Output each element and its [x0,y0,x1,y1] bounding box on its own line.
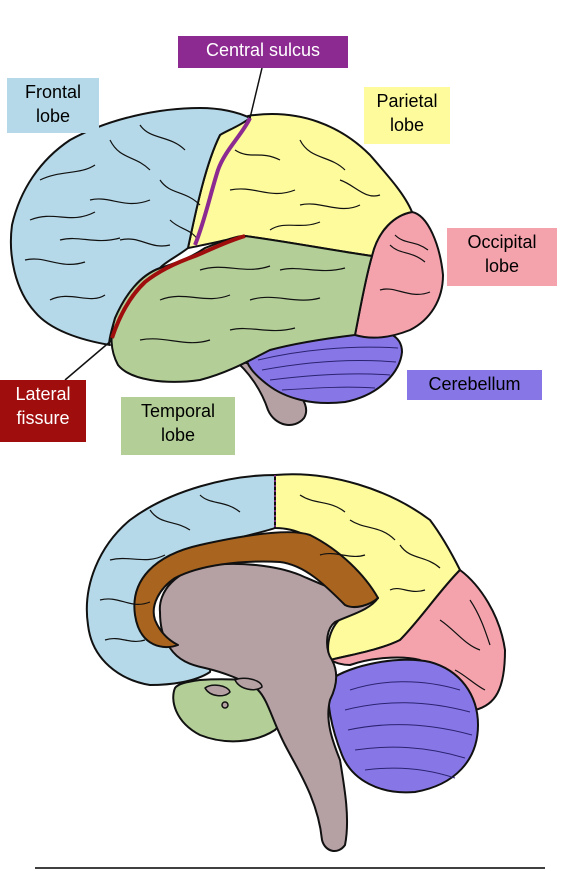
central-sulcus-label: Central sulcus [205,40,321,60]
temporal-bg [121,397,235,455]
temporal-lobe-label: Temporal lobe [121,397,235,455]
lateral-fissure-bg [0,380,86,442]
lateral-fissure-line [110,234,246,339]
frontal-lobe-label-line2: lobe [35,106,71,126]
gyri-lines-lateral [24,124,431,344]
occipital-lobe-label: Occipital lobe [447,228,557,286]
hypothalamus-structures [204,677,263,709]
central-sulcus-line [193,117,252,246]
frontal-lobe-label-line1: Frontal [24,82,82,102]
lateral-fissure-label: Lateral fissure [0,380,86,442]
central-sulcus-callout [249,67,263,119]
lateral-fissure-label-line2: fissure [16,408,70,428]
parietal-lobe-label: Parietal lobe [364,87,450,144]
occipital-bg [447,228,557,286]
frontal-lobe-lateral [9,107,251,346]
lateral-fissure-callout [64,339,113,381]
frontal-bg [7,78,99,133]
brainstem-medial [158,562,379,852]
cerebellum-bg [407,370,542,400]
temporal-lobe-label-line2: lobe [160,425,196,445]
central-sulcus-bg [178,36,348,68]
occipital-lobe-medial [329,569,506,711]
cerebellum-label: Cerebellum [428,374,521,394]
parietal-temporal-boundary [244,235,373,257]
frontal-lobe-label: Frontal lobe [7,78,99,133]
parietal-lobe-label-line1: Parietal [376,91,438,111]
parietal-bg [364,87,450,144]
corpus-callosum [133,531,379,649]
medial-view [85,473,506,852]
occipital-lobe-label-line2: lobe [484,256,520,276]
lateral-fissure-label-line1: Lateral [15,384,71,404]
lateral-view [9,67,444,426]
temporal-lobe-label-line1: Temporal [140,401,216,421]
cerebellum-medial [327,658,479,794]
parietal-lobe-label-line2: lobe [389,115,425,135]
cerebellum-folia-medial [344,681,473,779]
cerebellum-folia-lateral [257,346,399,391]
label-backgrounds [0,36,557,455]
occipital-lobe-label-line1: Occipital [467,232,537,252]
gyri-lines-medial [99,494,491,691]
